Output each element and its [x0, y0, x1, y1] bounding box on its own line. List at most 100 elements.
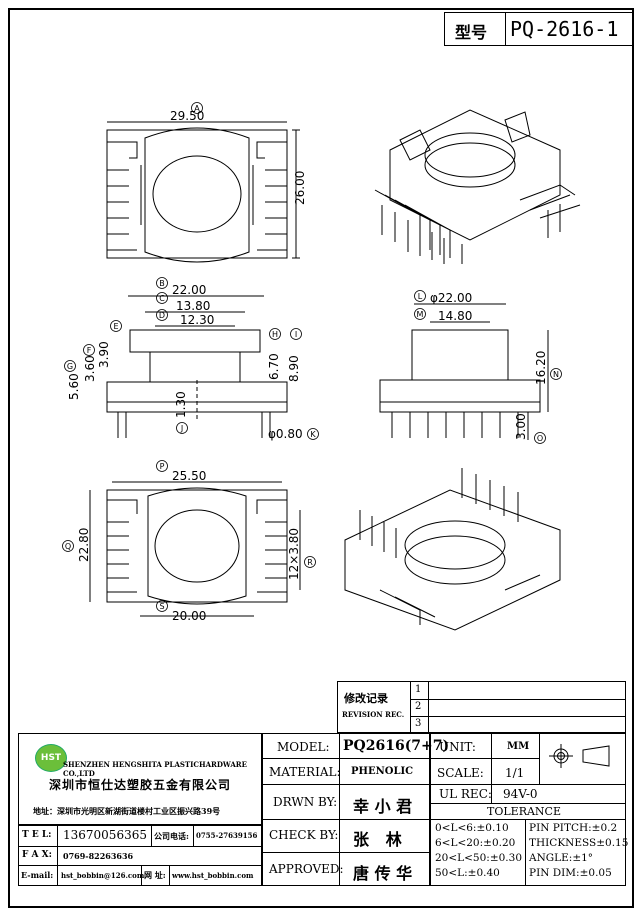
marker-circle-b: [156, 277, 168, 289]
revision-mark-2: 2: [415, 701, 422, 712]
dim-e: 12.30: [180, 313, 214, 327]
company-name-en: SHENZHEN HENGSHITA PLASTICHARDWARE CO.,L…: [63, 760, 247, 778]
dim-r: 22.80: [77, 528, 91, 562]
marker-f: F: [87, 346, 92, 355]
tol-left-2: 20<L<50:±0.30: [435, 852, 523, 864]
tol-right-0: PIN PITCH:±0.2: [529, 822, 618, 834]
marker-circle-a: [191, 102, 203, 114]
marker-circle-d: [156, 309, 168, 321]
drawn-value: 幸 小 君: [353, 797, 413, 816]
marker-circle-i: [290, 328, 302, 340]
marker-circle-m: [414, 308, 426, 320]
dim-d: 13.80: [176, 299, 210, 313]
marker-circle-j: [176, 422, 188, 434]
unit-label: UNIT:: [439, 740, 476, 754]
ul-label: UL REC:: [439, 787, 492, 801]
revision-title: 修改记录: [344, 692, 388, 705]
dim-i: 6.70: [267, 353, 281, 380]
dim-s: 12×3.80: [287, 528, 301, 580]
dim-b: 26.00: [293, 171, 307, 205]
marker-circle-h: [269, 328, 281, 340]
company-block: HST SHENZHEN HENGSHITA PLASTICHARDWARE C…: [18, 733, 262, 825]
dim-p: 3.00: [514, 413, 528, 440]
top-view: [106, 121, 300, 263]
marker-circle-g: [64, 360, 76, 372]
revision-subtitle: REVISION REC.: [342, 710, 405, 719]
marker-j: J: [180, 424, 183, 433]
marker-circle-l: [414, 290, 426, 302]
marker-i: I: [295, 330, 297, 339]
fax-label: F A X:: [22, 850, 52, 860]
drawn-label: DRWN BY:: [273, 795, 338, 809]
email-label: E-mail:: [21, 870, 54, 880]
web-value: www.hst_bobbin.com: [172, 871, 254, 880]
phone-label: 公司电话:: [154, 831, 189, 841]
bottom-view: [89, 481, 301, 617]
marker-r: R: [307, 558, 313, 567]
ul-value: 94V-0: [503, 787, 538, 801]
tol-left-3: 50<L:±0.40: [435, 867, 500, 879]
marker-b: B: [159, 279, 165, 288]
revision-mark-3: 3: [415, 718, 422, 729]
tol-right-list: PIN PITCH:±0.2 THICKNESS±0.15 ANGLE:±1° …: [529, 821, 628, 881]
logo-text: HST: [40, 753, 62, 763]
marker-g: G: [67, 362, 73, 371]
marker-circle-s: [156, 600, 168, 612]
dim-g: 3.60: [83, 355, 97, 382]
marker-circle-q: [62, 540, 74, 552]
fax-value: 0769-82263636: [63, 851, 134, 861]
marker-l: L: [418, 292, 423, 301]
phone-value: 0755-27639156: [196, 831, 258, 840]
projection-symbol-icon: [549, 744, 610, 768]
marker-m: M: [417, 310, 424, 319]
tel-label: T E L:: [22, 830, 52, 840]
revision-table: 修改记录 REVISION REC. 1 2 3: [337, 681, 626, 733]
material-label: MATERIAL:: [269, 765, 341, 779]
check-value: 张 林: [353, 830, 402, 849]
company-logo: HST: [35, 744, 67, 772]
dim-n: 14.80: [438, 309, 472, 323]
marker-s: S: [159, 602, 164, 611]
marker-k: K: [310, 430, 316, 439]
tol-right-1: THICKNESS±0.15: [529, 837, 629, 849]
dim-a: 29.50: [170, 109, 204, 123]
marker-o: O: [537, 434, 543, 443]
dim-m: φ22.00: [430, 291, 472, 305]
marker-circle-e: [110, 320, 122, 332]
side-view: [379, 303, 549, 440]
company-address: 地址：深圳市光明区新湖街道楼村工业区振兴路39号: [33, 806, 221, 816]
dim-o: 16.20: [534, 351, 548, 385]
scale-label: SCALE:: [437, 766, 484, 780]
marker-circle-n: [550, 368, 562, 380]
scale-value: 1/1: [505, 766, 525, 780]
dim-t: 20.00: [172, 609, 206, 623]
technical-drawing: 29.50 26.00 22.00 13.80 12.30 3.90 3.60 …: [62, 102, 581, 631]
contact-block: T E L: 13670056365 公司电话: 0755-27639156 F…: [18, 825, 262, 886]
marker-circle-r: [304, 556, 316, 568]
part-number-box: PQ-2616-1: [505, 12, 632, 46]
iso-view-bottom: [344, 468, 561, 631]
tolerance-label: TOLERANCE: [487, 805, 561, 818]
marker-h: H: [272, 330, 278, 339]
drawing-sheet: [8, 8, 634, 908]
marker-q: Q: [65, 542, 71, 551]
title-block-right: UNIT: MM SCALE: 1/1 UL REC: 94V-0 TOLERA…: [430, 733, 628, 886]
approved-label: APPROVED:: [269, 862, 344, 876]
dim-j: 8.90: [287, 355, 301, 382]
web-label: 网 址:: [144, 870, 166, 880]
title-block-middle: MODEL: PQ2616(7+7) MATERIAL: PHENOLIC DR…: [262, 733, 449, 886]
marker-p: P: [160, 462, 165, 471]
dim-l: φ0.80: [268, 427, 303, 441]
material-value: PHENOLIC: [351, 766, 414, 777]
marker-e: E: [113, 322, 118, 331]
marker-circle-c: [156, 292, 168, 304]
marker-circle-f: [83, 344, 95, 356]
part-number: PQ-2616-1: [510, 17, 619, 41]
check-label: CHECK BY:: [269, 828, 339, 842]
company-name-cn: 深圳市恒仕达塑胶五金有限公司: [49, 778, 232, 792]
type-label: 型号: [455, 23, 488, 42]
tel-value: 13670056365: [63, 828, 147, 842]
marker-d: D: [159, 311, 165, 320]
front-view: [106, 295, 288, 438]
model-label: MODEL:: [277, 740, 330, 754]
